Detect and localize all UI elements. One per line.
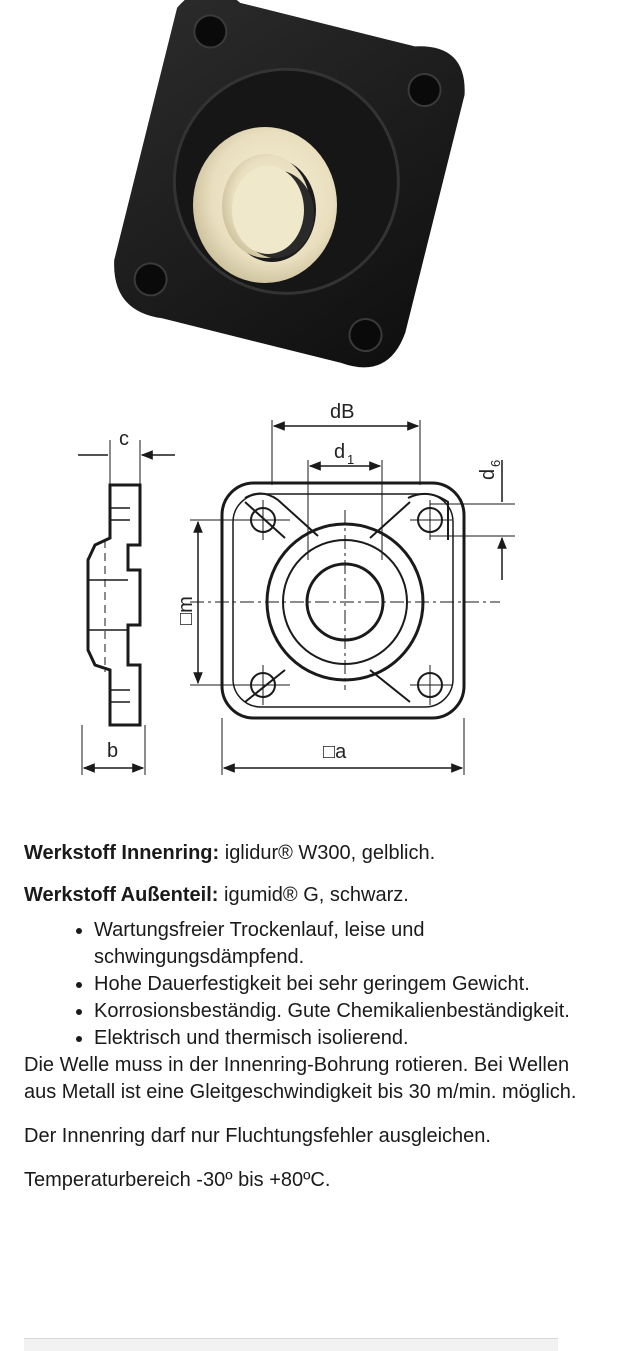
label-d6: d xyxy=(477,469,499,480)
material-inner-value: iglidur® W300, gelblich. xyxy=(219,842,436,864)
temperature-paragraph: Temperaturbereich -30º bis +80ºC. xyxy=(24,1169,331,1191)
label-d6-sub: 6 xyxy=(488,460,503,467)
label-dB: dB xyxy=(330,401,354,423)
list-item: Hohe Dauerfestigkeit bei sehr geringem G… xyxy=(94,971,584,998)
label-a: □a xyxy=(323,741,347,763)
technical-drawing: dB d 1 d 6 c b □m □a xyxy=(78,401,515,775)
label-d1-sub: 1 xyxy=(347,452,354,467)
shaft-paragraph: Die Welle muss in der Innenring-Bohrung … xyxy=(24,1054,577,1103)
material-outer: Werkstoff Außenteil: igumid® G, schwarz. xyxy=(24,882,584,909)
label-m: □m xyxy=(175,596,197,625)
list-item: Wartungsfreier Trockenlauf, leise und sc… xyxy=(94,917,584,971)
alignment-paragraph: Der Innenring darf nur Fluchtungsfehler … xyxy=(24,1125,491,1147)
material-inner-label: Werkstoff Innenring: xyxy=(24,842,220,864)
label-c: c xyxy=(119,428,129,450)
material-outer-label: Werkstoff Außenteil: xyxy=(24,884,219,906)
product-photo xyxy=(114,0,465,368)
label-b: b xyxy=(107,740,118,762)
label-d1: d xyxy=(334,441,345,463)
list-item: Korrosionsbeständig. Gute Chemikalienbes… xyxy=(94,998,584,1025)
feature-list: Wartungsfreier Trockenlauf, leise und sc… xyxy=(24,917,584,1052)
material-inner: Werkstoff Innenring: iglidur® W300, gelb… xyxy=(24,840,584,867)
bottom-scroll-edge xyxy=(24,1338,558,1351)
material-outer-value: igumid® G, schwarz. xyxy=(218,884,409,906)
product-description: Werkstoff Innenring: iglidur® W300, gelb… xyxy=(24,840,584,1194)
list-item: Elektrisch und thermisch isolierend. xyxy=(94,1025,584,1052)
